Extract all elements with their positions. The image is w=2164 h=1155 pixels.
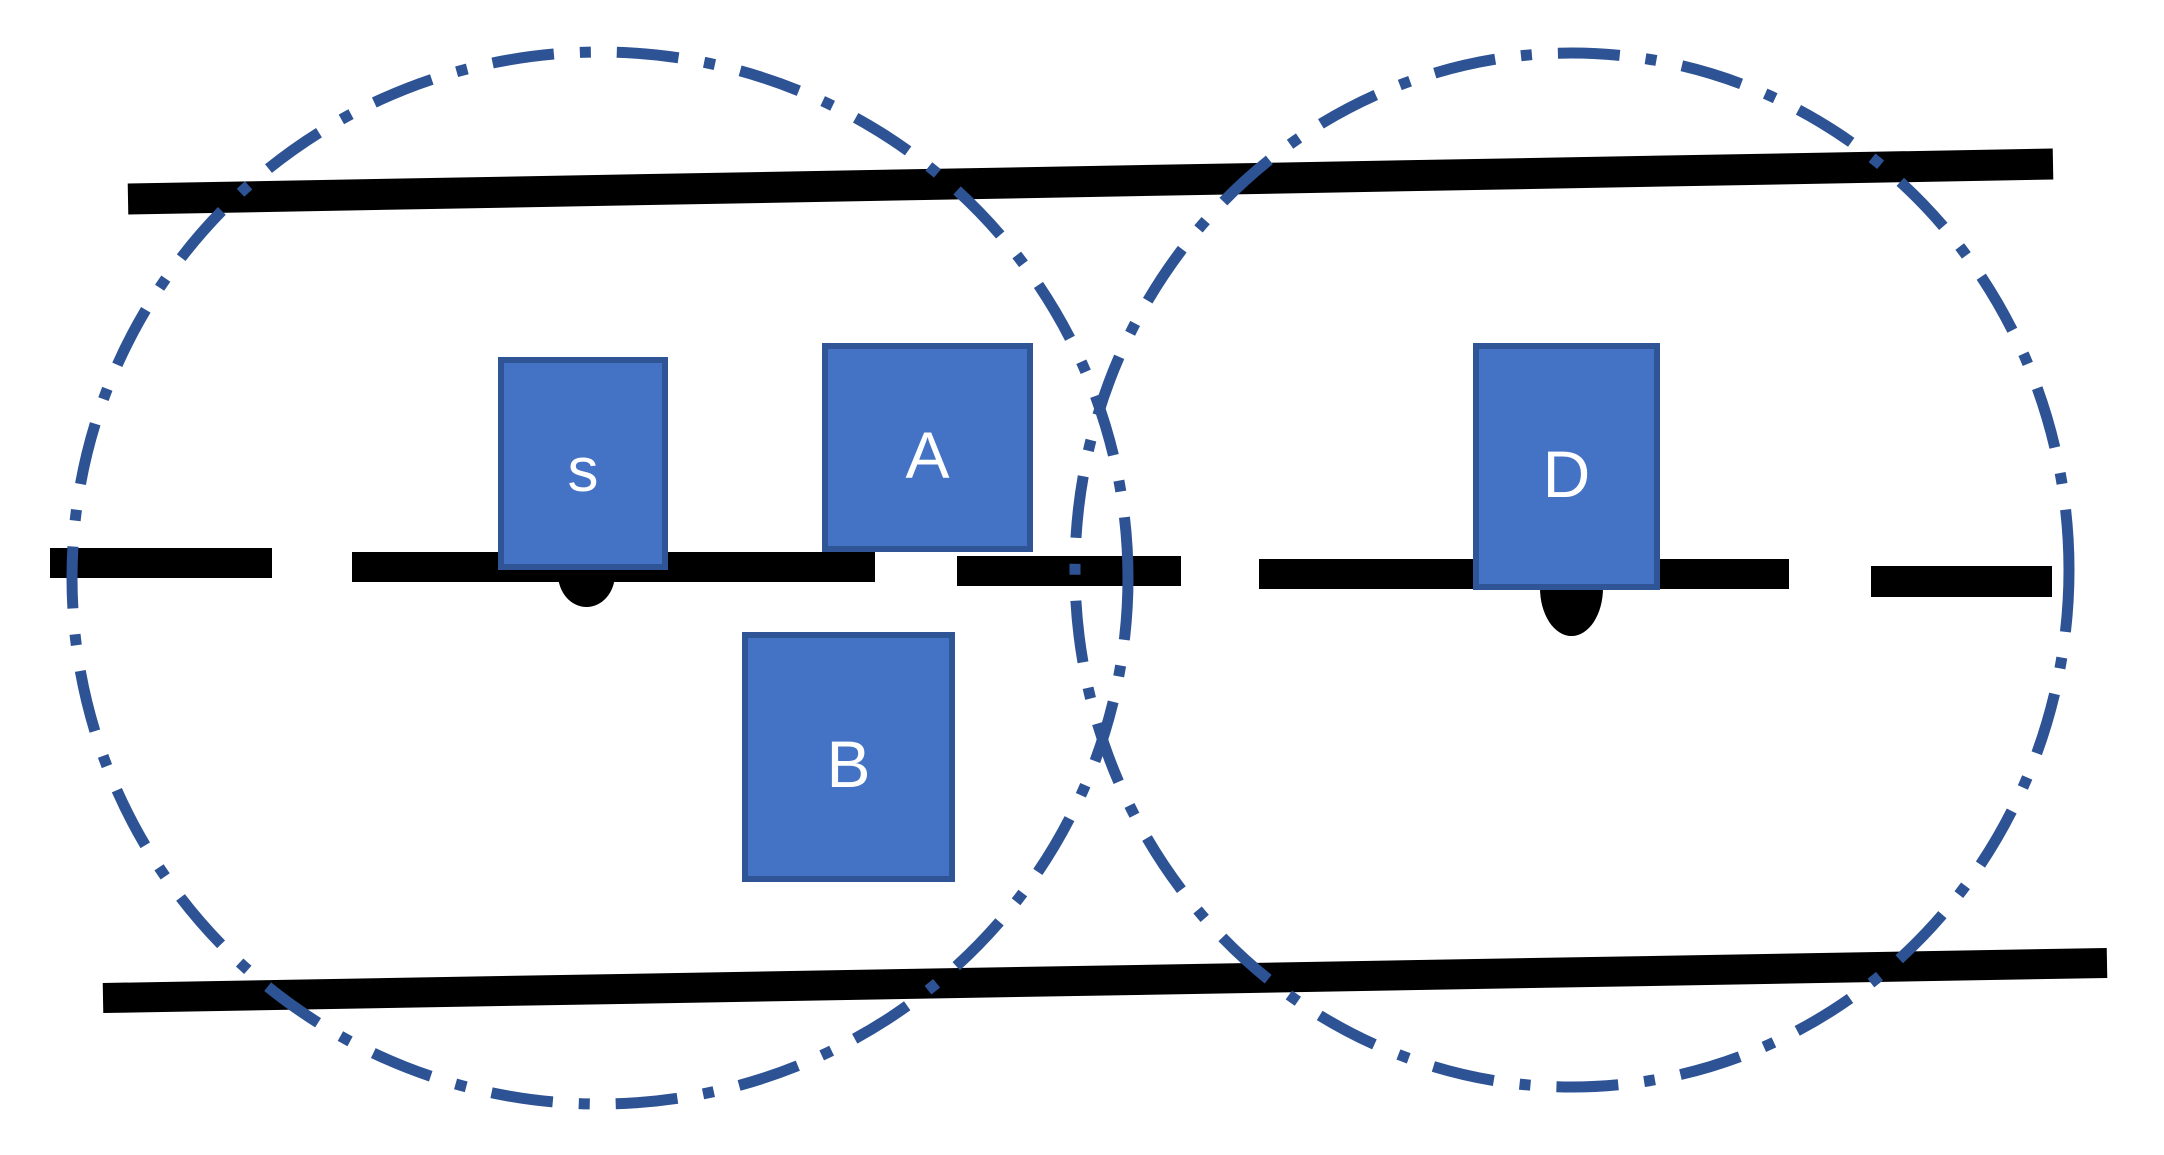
node-b-label: B [826,727,871,801]
lane-divider-dash-5 [1871,566,2052,597]
node-a: A [822,343,1033,552]
node-d: D [1473,343,1660,590]
node-d-label: D [1542,436,1591,511]
ground-marker-s [558,574,615,607]
lane-divider-dash-3 [957,556,1181,586]
node-a-label: A [905,417,950,492]
road-edge-top [127,148,2054,215]
road-edge-bottom [102,948,2108,1013]
node-b: B [742,632,955,882]
node-s-label: s [567,435,599,505]
node-s: s [498,357,668,570]
transmission-range-circle-right [1069,47,2075,1093]
transmission-range-circle-left [66,46,1134,1110]
ground-marker-d [1540,588,1603,636]
lane-divider-dash-1 [50,548,272,578]
